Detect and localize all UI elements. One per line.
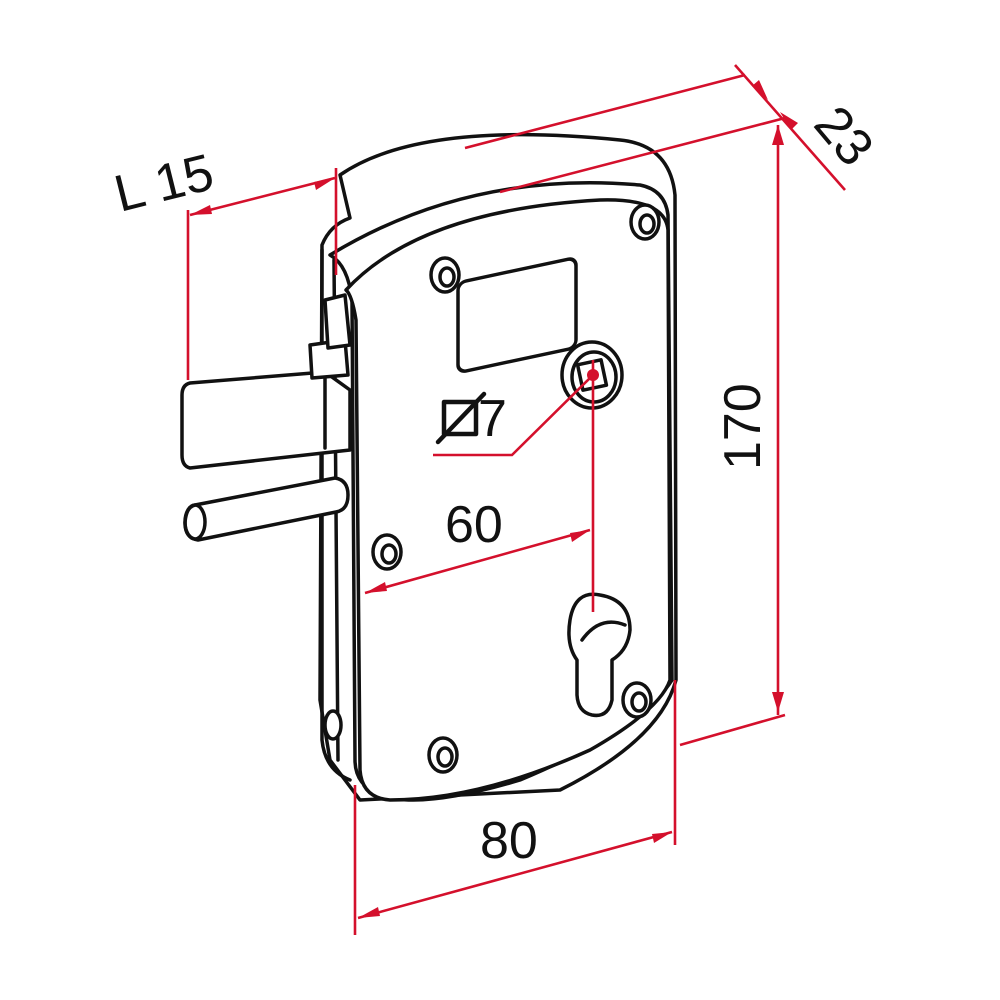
latch-bolt — [180, 293, 352, 470]
height-label: 170 — [714, 383, 772, 470]
screw-holes — [323, 203, 661, 774]
dead-bolt — [183, 476, 350, 542]
spindle-size-label: 7 — [478, 390, 507, 448]
cylinder-hole — [567, 592, 632, 718]
depth-label: 23 — [803, 95, 885, 177]
width-label: 80 — [480, 812, 538, 870]
backset-label: 60 — [445, 496, 503, 554]
dimension-lines — [186, 64, 846, 935]
square-spindle-icon — [435, 391, 487, 445]
